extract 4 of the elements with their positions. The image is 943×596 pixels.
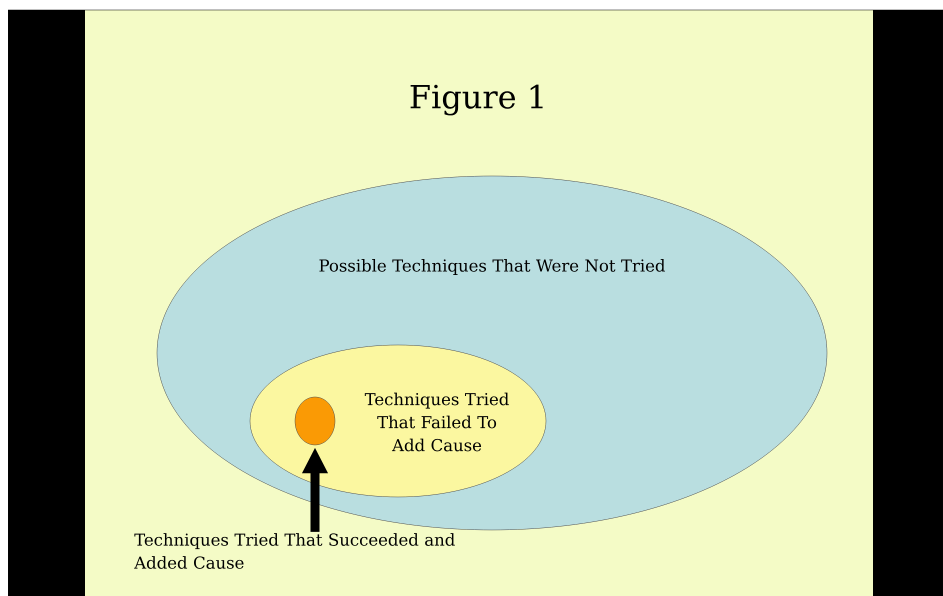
dot <box>294 396 336 446</box>
ellipse-region: Techniques Tried That Failed To Add Cause <box>250 344 546 498</box>
text-label: Techniques Tried That Succeeded and Added Cause <box>134 533 455 569</box>
title: Figure 1 <box>410 84 543 116</box>
